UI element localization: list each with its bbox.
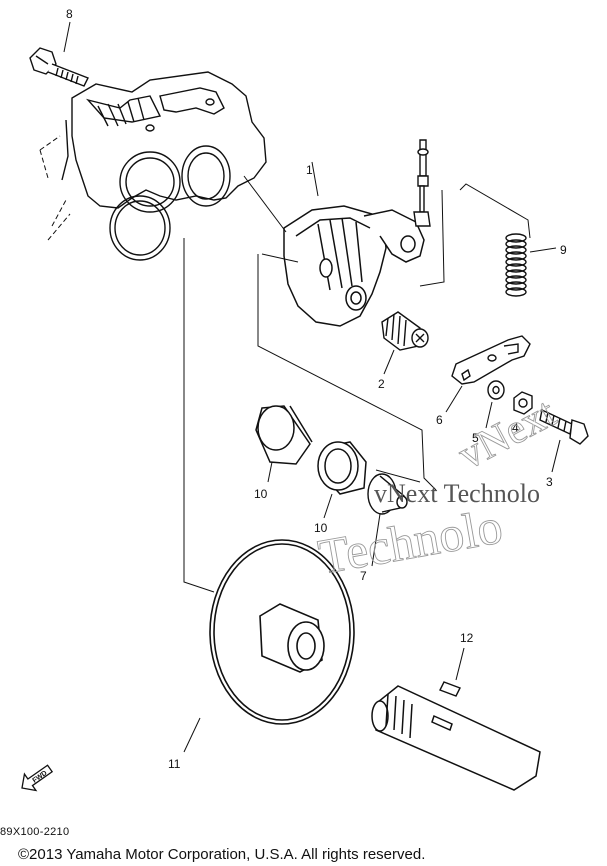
ring-part-10b: [317, 441, 367, 495]
part-label-11: 11: [168, 757, 181, 771]
copyright-notice: ©2013 Yamaha Motor Corporation, U.S.A. A…: [18, 846, 426, 863]
brake-disc-part-11: [209, 539, 355, 725]
gasket: [109, 195, 171, 261]
part-label-2: 2: [378, 377, 385, 391]
housing-dashed-outline: [39, 135, 71, 241]
leader-5: [485, 401, 493, 429]
leader-1: [311, 161, 319, 197]
part-label-8: 8: [66, 7, 73, 21]
assembly-guide-lines: [183, 175, 531, 593]
nut-part-4: [513, 391, 533, 415]
part-label-12: 12: [460, 631, 474, 645]
housing-port-left: [119, 151, 181, 213]
leader-9: [529, 247, 557, 253]
bolt-part-8: [29, 47, 89, 87]
watermark-line-1: vNext Technolo: [374, 479, 540, 508]
part-label-1: 1: [306, 163, 313, 177]
spring-part-9: [505, 233, 527, 297]
lever-part-6: [451, 335, 531, 385]
screw-part-3: [539, 408, 589, 445]
part-label-7: 7: [360, 569, 367, 583]
part-label-9: 9: [560, 243, 567, 257]
brake-cable: [413, 139, 431, 227]
watermark-line-3: Technolo: [314, 498, 506, 585]
leader-2: [383, 349, 395, 375]
leader-3: [551, 439, 561, 473]
fwd-label: FWD: [32, 770, 49, 785]
engine-housing: [61, 71, 267, 209]
drive-shaft: [371, 685, 541, 791]
part-label-3: 3: [546, 475, 553, 489]
diagram-code: 89X100-2210: [0, 826, 70, 838]
pad-part-10a: [255, 405, 313, 465]
housing-port-right: [181, 145, 231, 207]
watermark-line-2: vNext: [451, 390, 564, 479]
leader-10a: [267, 461, 273, 483]
leader-8: [63, 21, 71, 53]
part-label-6: 6: [436, 413, 443, 427]
leader-11: [183, 717, 201, 753]
washer-part-5: [487, 380, 505, 400]
part-label-4: 4: [512, 421, 519, 435]
caliper-part-1: [283, 205, 425, 327]
leader-12: [455, 647, 465, 681]
cam-part-7: [367, 473, 408, 515]
adjuster-part-2: [381, 311, 429, 351]
key-part-12: [439, 681, 461, 697]
fwd-arrow-icon: FWD: [21, 764, 54, 792]
leader-6: [445, 385, 463, 413]
leader-7: [371, 513, 381, 567]
part-label-5: 5: [472, 431, 479, 445]
leader-10b: [323, 493, 333, 519]
part-label-10a: 10: [254, 487, 268, 501]
part-label-10b: 10: [314, 521, 328, 535]
